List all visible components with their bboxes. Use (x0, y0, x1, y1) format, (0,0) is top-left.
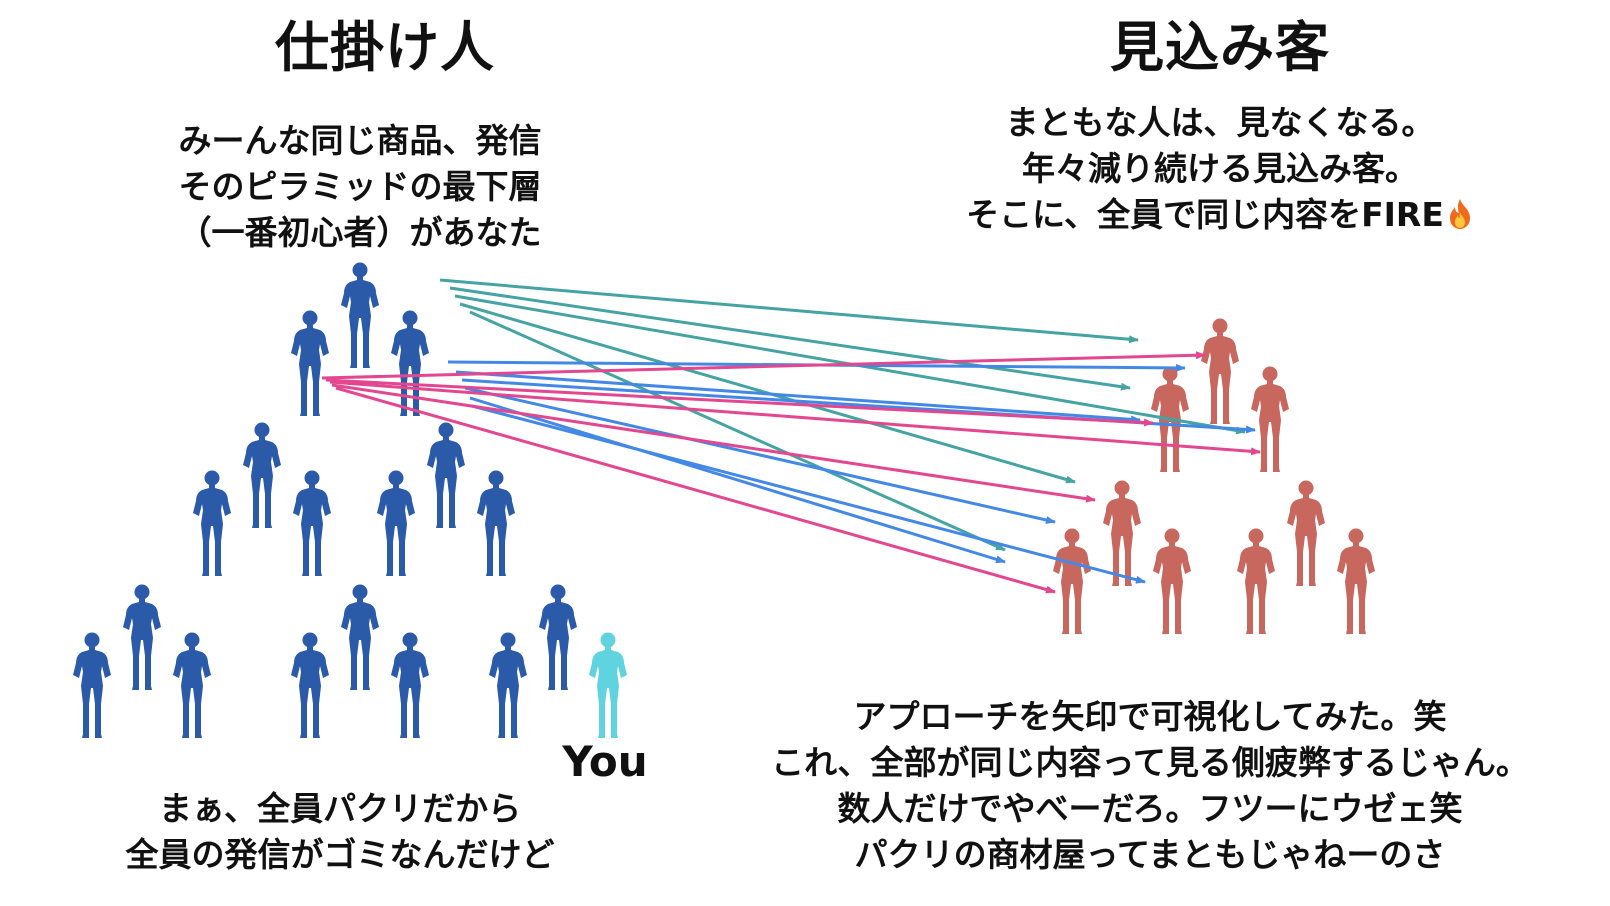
marketer-figure (243, 422, 281, 528)
pink-arrow (335, 386, 1056, 594)
pink-arrow (331, 383, 1096, 503)
prospect-figure (1287, 480, 1325, 586)
marketer-figure (377, 470, 415, 576)
marketer-figure (291, 632, 329, 738)
bottom-right-caption-line: パクリの商材屋ってまともじゃねーのさ (854, 835, 1446, 874)
blue-arrow (471, 404, 1146, 584)
bottom-right-caption-line: アプローチを矢印で可視化してみた。笑 (853, 697, 1447, 736)
marketer-figure (427, 422, 465, 528)
pink-arrow (329, 380, 1261, 456)
blue-arrow (469, 396, 1006, 564)
marketer-figure (293, 470, 331, 576)
you-figure (589, 632, 627, 738)
prospect-figure (1251, 366, 1289, 472)
right-caption: まともな人は、見なくなる。 年々減り続ける見込み客。 そこに、全員で同じ内容をF… (900, 100, 1540, 238)
left-caption: みーんな同じ商品、発信 そのピラミッドの最下層 （一番初心者）があなた (130, 118, 590, 256)
marketer-figure (477, 470, 515, 576)
left-title: 仕掛け人 (275, 16, 495, 79)
marketer-figure (539, 584, 577, 690)
prospect-figure (1201, 318, 1239, 424)
pink-arrows (321, 351, 1261, 594)
left-caption-line: みーんな同じ商品、発信 (178, 121, 542, 160)
you-label: You (562, 737, 648, 786)
bottom-right-caption-line: 数人だけでやべーだろ。フツーにウゼェ笑 (837, 789, 1463, 828)
teal-arrow (439, 278, 1139, 344)
marketer-figure (73, 632, 111, 738)
blue-arrow (464, 386, 1056, 524)
marketer-figure (193, 470, 231, 576)
fire-icon (1449, 199, 1470, 229)
marketer-figure (489, 632, 527, 738)
prospect-figure (1237, 528, 1275, 634)
prospect-figure (1337, 528, 1375, 634)
right-caption-text: そこに、全員で同じ内容をFIRE (966, 195, 1444, 234)
marketer-figure (123, 584, 161, 690)
prospect-figure (1053, 528, 1091, 634)
marketer-figure (341, 584, 379, 690)
left-caption-line: そのピラミッドの最下層 (178, 167, 542, 206)
right-caption-line: そこに、全員で同じ内容をFIRE (900, 192, 1540, 238)
bottom-left-caption-line: まぁ、全員パクリだから (158, 789, 522, 828)
teal-arrow (449, 286, 1131, 391)
marketer-figure (291, 310, 329, 416)
prospect-figure (1153, 528, 1191, 634)
marketer-figure (173, 632, 211, 738)
blue-arrow (455, 370, 1141, 424)
prospect-figure (1103, 480, 1141, 586)
pink-arrow (325, 378, 1154, 427)
bottom-right-caption-line: これ、全部が同じ内容って見る側疲弊するじゃん。 (771, 743, 1529, 782)
pink-arrow (321, 351, 1206, 380)
right-caption-line: 年々減り続ける見込み客。 (1022, 149, 1418, 188)
right-title: 見込み客 (1110, 16, 1330, 79)
teal-arrows (439, 278, 1246, 552)
marketer-figure (391, 632, 429, 738)
marketer-figure (341, 262, 379, 368)
teal-arrow (469, 310, 1006, 552)
right-caption-line: まともな人は、見なくなる。 (1005, 103, 1435, 142)
marketer-group (73, 262, 577, 738)
bottom-right-caption: アプローチを矢印で可視化してみた。笑 これ、全部が同じ内容って見る側疲弊するじゃ… (740, 694, 1560, 878)
blue-arrows (447, 360, 1256, 584)
left-caption-line: （一番初心者）があなた (178, 213, 542, 252)
bottom-left-caption: まぁ、全員パクリだから 全員の発信がゴミなんだけど (60, 786, 620, 878)
bottom-left-caption-line: 全員の発信がゴミなんだけど (125, 835, 555, 874)
